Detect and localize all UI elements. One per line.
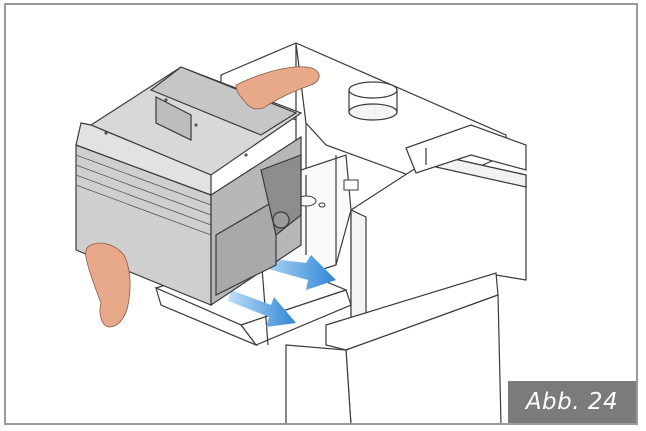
- hands: [85, 66, 320, 328]
- figure-frame: Abb. 24: [4, 3, 638, 425]
- left-hand: [85, 242, 131, 328]
- flue-pipe: [348, 81, 398, 121]
- figure-caption: Abb. 24: [525, 389, 619, 415]
- right-hand: [235, 66, 320, 110]
- arrow-lower: [228, 290, 296, 327]
- caption-box: [508, 381, 636, 423]
- stove-assembly-illustration: [75, 42, 636, 423]
